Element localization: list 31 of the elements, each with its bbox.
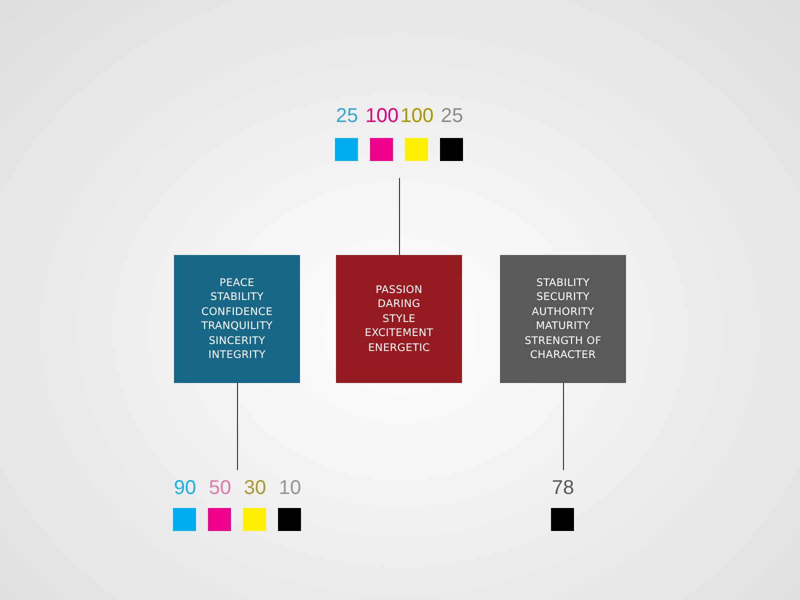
trait-word: TRANQUILITY [201,319,273,334]
cmyk-value: 25 [440,104,464,128]
trait-word: AUTHORITY [532,304,594,319]
connector-line [399,178,400,256]
connector-line [563,382,564,470]
cmyk-value: 100 [364,104,400,128]
cmyk-value: 10 [278,476,302,500]
cmyk-value: 25 [334,104,360,128]
trait-word: STABILITY [536,276,590,290]
trait-word: PEACE [220,276,254,290]
trait-word: CONFIDENCE [201,304,273,319]
cmyk-value: 30 [242,476,268,500]
trait-word: DARING [378,297,420,312]
trait-word: ENERGETIC [368,340,430,356]
trait-word: SINCERITY [208,334,266,348]
connector-line [237,382,238,470]
trait-word: MATURITY [536,319,590,334]
trait-word: INTEGRITY [208,348,266,362]
trait-word: STRENGTH OF CHARACTER [524,334,602,362]
trait-word: SECURITY [536,290,590,304]
trait-word: EXCITEMENT [364,326,434,341]
cmyk-value: 90 [172,476,198,500]
trait-word: STYLE [382,312,416,326]
cmyk-value: 100 [399,104,435,128]
cmyk-value: 50 [208,476,232,500]
color-card [174,255,300,383]
trait-word: STABILITY [210,290,264,304]
color-card [336,255,462,383]
color-card [500,255,626,383]
cmyk-value: 78 [550,476,576,500]
trait-word: PASSION [376,282,422,298]
